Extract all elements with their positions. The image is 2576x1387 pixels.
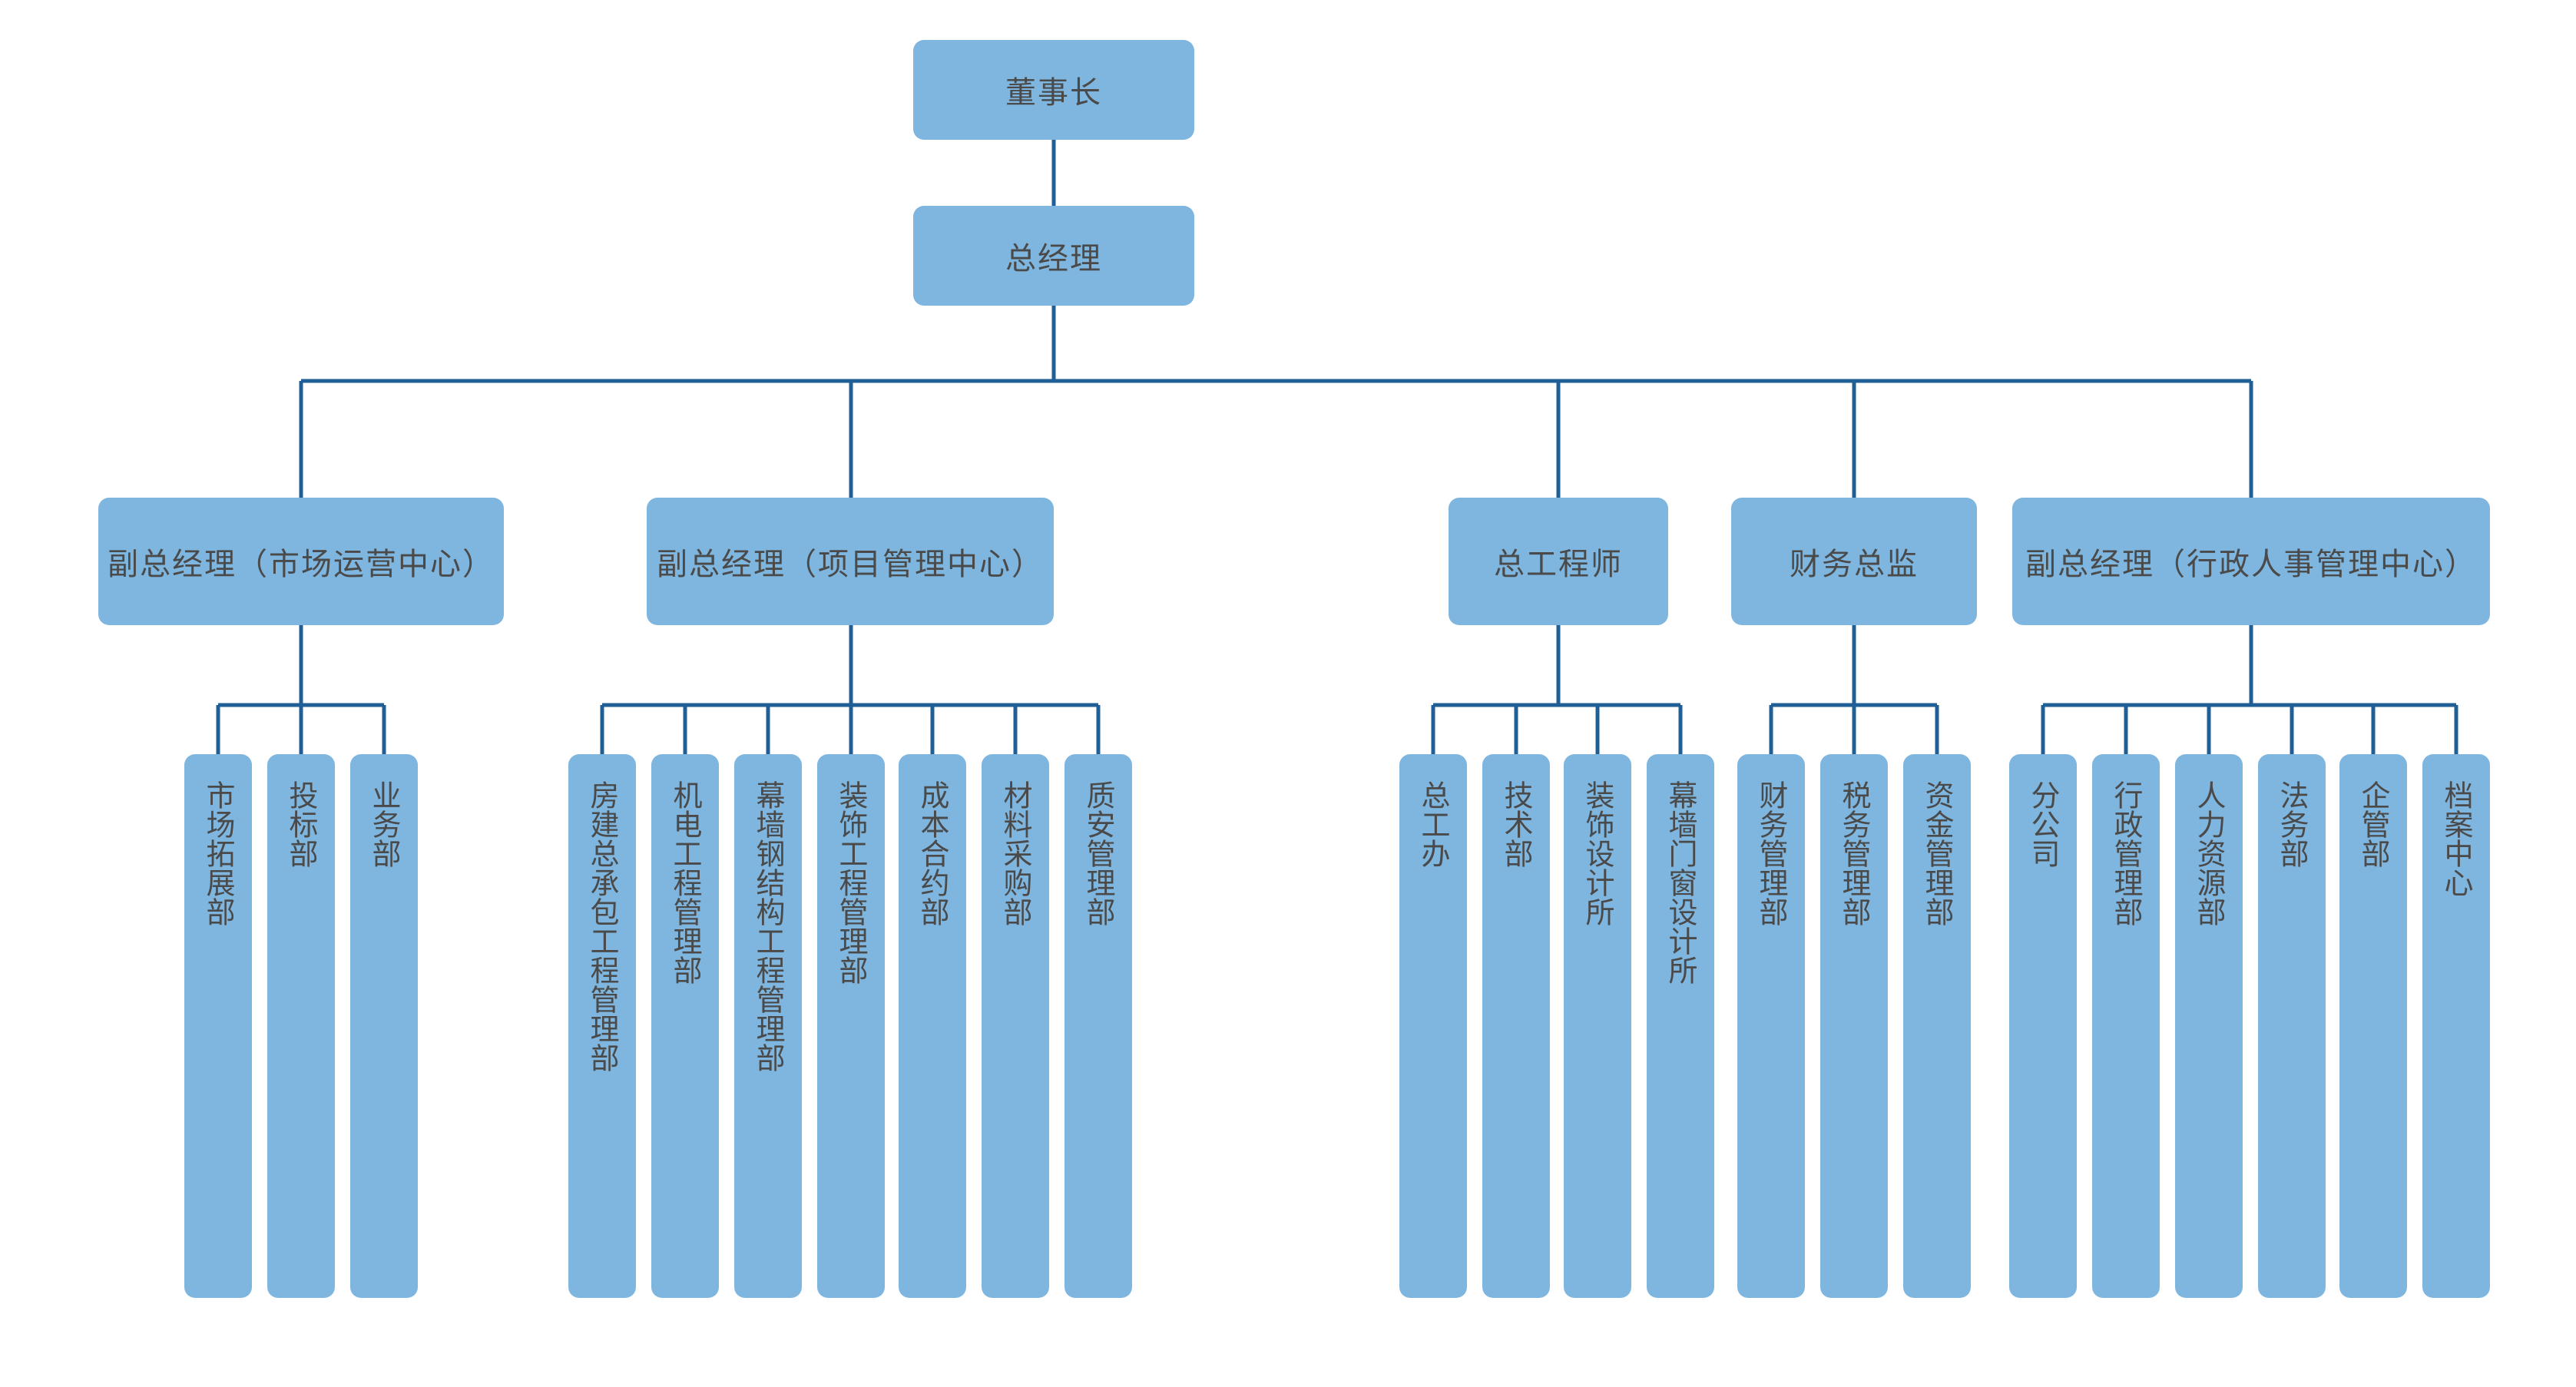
department-box: 材料采购部 — [982, 754, 1049, 1298]
department-box: 机电工程管理部 — [651, 754, 719, 1298]
department-label: 幕墙钢结构工程管理部 — [751, 780, 785, 1072]
division-title: 财务总监 — [1790, 547, 1919, 582]
division-box-project-management: 副总经理（项目管理中心） — [647, 498, 1054, 625]
division-title: 副总经理（行政人事管理中心） — [2025, 547, 2477, 582]
division-title: 总工程师 — [1494, 547, 1623, 582]
department-label: 幕墙门窗设计所 — [1664, 780, 1697, 985]
department-box: 成本合约部 — [899, 754, 966, 1298]
department-label: 分公司 — [2026, 780, 2060, 868]
department-label: 成本合约部 — [916, 780, 949, 926]
general-manager-label: 总经理 — [1005, 241, 1102, 276]
department-label: 法务部 — [2275, 780, 2309, 868]
department-box: 房建总承包工程管理部 — [568, 754, 636, 1298]
department-box: 投标部 — [267, 754, 335, 1298]
department-label: 质安管理部 — [1081, 780, 1115, 926]
chairman-label: 董事长 — [1005, 75, 1102, 111]
department-box: 装饰设计所 — [1564, 754, 1631, 1298]
department-box: 幕墙钢结构工程管理部 — [734, 754, 802, 1298]
department-label: 投标部 — [284, 780, 318, 868]
department-label: 装饰工程管理部 — [834, 780, 868, 985]
department-label: 总工办 — [1416, 780, 1450, 868]
department-box: 质安管理部 — [1065, 754, 1132, 1298]
department-box: 企管部 — [2339, 754, 2407, 1298]
department-label: 市场拓展部 — [201, 780, 235, 926]
department-box: 财务管理部 — [1737, 754, 1805, 1298]
department-box: 总工办 — [1399, 754, 1467, 1298]
division-box-chief-engineer: 总工程师 — [1449, 498, 1668, 625]
department-label: 企管部 — [2356, 780, 2390, 868]
department-label: 资金管理部 — [1920, 780, 1954, 926]
department-label: 财务管理部 — [1754, 780, 1788, 926]
chairman-box: 董事长 — [913, 40, 1194, 140]
department-box: 档案中心 — [2422, 754, 2490, 1298]
division-box-admin-hr: 副总经理（行政人事管理中心） — [2012, 498, 2490, 625]
department-label: 装饰设计所 — [1581, 780, 1614, 926]
general-manager-box: 总经理 — [913, 206, 1194, 306]
department-label: 业务部 — [367, 780, 401, 868]
division-box-finance-director: 财务总监 — [1731, 498, 1977, 625]
department-label: 档案中心 — [2439, 780, 2473, 897]
department-box: 市场拓展部 — [184, 754, 252, 1298]
department-label: 行政管理部 — [2109, 780, 2143, 926]
department-box: 分公司 — [2009, 754, 2077, 1298]
department-box: 装饰工程管理部 — [817, 754, 885, 1298]
department-box: 人力资源部 — [2175, 754, 2243, 1298]
department-box: 税务管理部 — [1820, 754, 1888, 1298]
department-label: 材料采购部 — [998, 780, 1032, 926]
department-box: 行政管理部 — [2092, 754, 2160, 1298]
division-title: 副总经理（项目管理中心） — [657, 547, 1044, 582]
division-box-market-operations: 副总经理（市场运营中心） — [98, 498, 504, 625]
department-box: 法务部 — [2258, 754, 2326, 1298]
department-label: 机电工程管理部 — [668, 780, 702, 985]
department-box: 幕墙门窗设计所 — [1647, 754, 1714, 1298]
department-label: 人力资源部 — [2192, 780, 2226, 926]
department-label: 房建总承包工程管理部 — [585, 780, 619, 1072]
department-box: 技术部 — [1482, 754, 1550, 1298]
department-box: 资金管理部 — [1903, 754, 1971, 1298]
department-box: 业务部 — [350, 754, 418, 1298]
division-title: 副总经理（市场运营中心） — [108, 547, 495, 582]
department-label: 税务管理部 — [1837, 780, 1871, 926]
department-label: 技术部 — [1499, 780, 1533, 868]
